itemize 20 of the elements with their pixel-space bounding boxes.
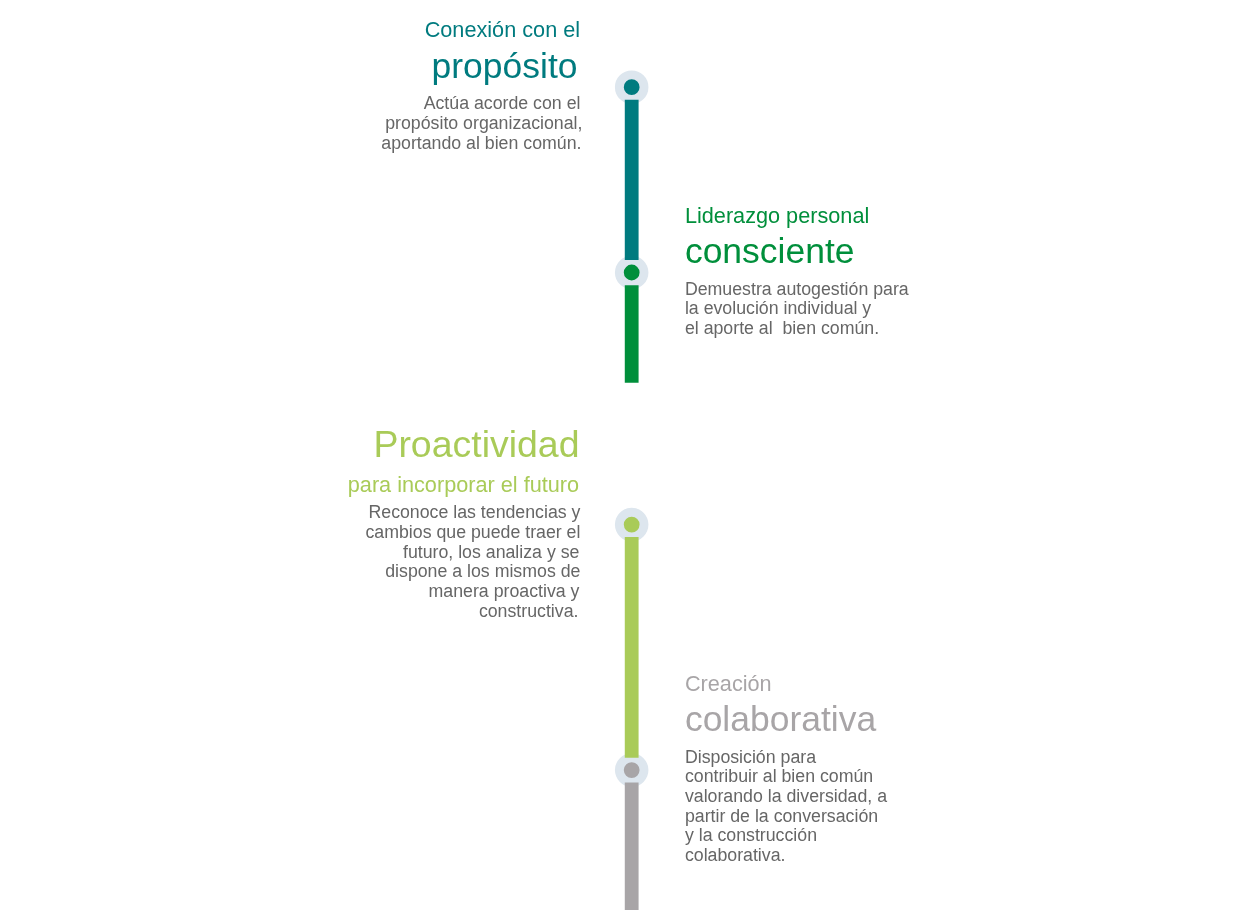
node-label: Disposición para contribuir al bien común valorando la diversidad, a partir de la conversación y la construcción colaborativa. [684, 746, 887, 866]
node-label: Proactividad [372, 422, 580, 465]
node-label: consciente [684, 231, 854, 272]
connector [624, 537, 639, 758]
node-label: Reconoce las tendencias y cambios que puede traer el futuro, los analiza y se dispone a los mismos de manera proactiva y constructiva. [365, 502, 580, 621]
node-circle [614, 753, 648, 787]
node-label: colaborativa [684, 699, 876, 740]
node-circle [614, 255, 648, 290]
connector [624, 285, 639, 383]
connector [624, 782, 639, 910]
node-label: para incorporar el futuro [347, 471, 579, 497]
connector [624, 99, 639, 261]
node-label: Demuestra autogestión para la evolución individual y el aporte al bien común. [684, 278, 909, 339]
node-circle [614, 70, 648, 104]
node-circle [614, 507, 648, 542]
node-label: Creación [684, 670, 772, 696]
node-label: Liderazgo personal [684, 202, 869, 228]
node-label: propósito [431, 46, 577, 87]
node-label: Conexión con el [424, 17, 580, 43]
node-label: Actúa acorde con el propósito organizacional, aportando al bien común. [380, 93, 582, 153]
